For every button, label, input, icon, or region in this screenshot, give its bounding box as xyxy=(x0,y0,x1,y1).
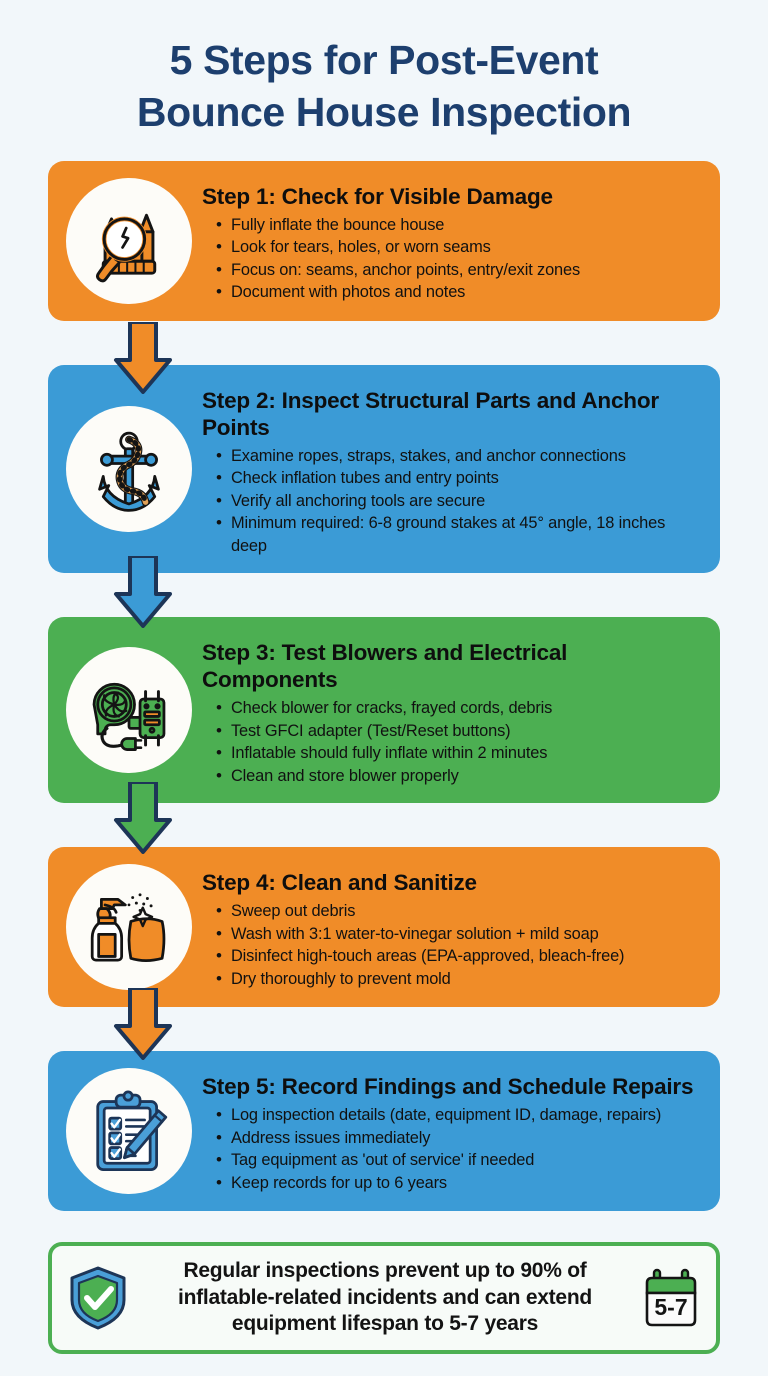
step-3-body: Step 3: Test Blowers and Electrical Comp… xyxy=(202,633,700,787)
step-4-bullets: Sweep out debris Wash with 3:1 water-to-… xyxy=(202,899,700,991)
anchor-rope-icon xyxy=(83,423,175,515)
step-2-body: Step 2: Inspect Structural Parts and Anc… xyxy=(202,381,700,557)
list-item: Address issues immediately xyxy=(216,1126,700,1150)
step-1-bullets: Fully inflate the bounce house Look for … xyxy=(202,213,700,304)
step-5-title: Step 5: Record Findings and Schedule Rep… xyxy=(202,1074,694,1100)
step-3-bullets: Check blower for cracks, frayed cords, d… xyxy=(202,696,700,788)
step-5-bullets: Log inspection details (date, equipment … xyxy=(202,1103,700,1195)
page-title: 5 Steps for Post-Event Bounce House Insp… xyxy=(0,0,768,139)
magnifier-bounce-house-icon xyxy=(83,195,175,287)
list-item: Tag equipment as 'out of service' if nee… xyxy=(216,1148,700,1172)
page-title-line-2: Bounce House Inspection xyxy=(136,89,632,136)
step-2-title: Step 2: Inspect Structural Parts and Anc… xyxy=(202,387,659,440)
list-item: Log inspection details (date, equipment … xyxy=(216,1103,700,1127)
step-1-icon-medallion xyxy=(66,177,192,304)
step-card-2: Step 2: Inspect Structural Parts and Anc… xyxy=(48,364,720,574)
step-card-5: Step 5: Record Findings and Schedule Rep… xyxy=(48,1051,720,1212)
calendar-label: 5-7 xyxy=(654,1294,687,1320)
list-item: Verify all anchoring tools are secure xyxy=(216,489,700,513)
step-card-4: Step 4: Clean and Sanitize Sweep out deb… xyxy=(48,847,720,1008)
list-item: Disinfect high-touch areas (EPA-approved… xyxy=(216,944,700,968)
list-item: Dry thoroughly to prevent mold xyxy=(216,967,700,991)
step-5-icon-medallion xyxy=(66,1068,192,1195)
shield-check-icon xyxy=(68,1265,128,1331)
step-3-icon-medallion xyxy=(66,647,192,774)
list-item: Fully inflate the bounce house xyxy=(216,213,700,237)
step-3-title: Step 3: Test Blowers and Electrical Comp… xyxy=(202,640,568,693)
step-4-body: Step 4: Clean and Sanitize Sweep out deb… xyxy=(202,863,700,990)
clipboard-checklist-pencil-icon xyxy=(83,1085,175,1177)
list-item: Document with photos and notes xyxy=(216,280,700,304)
spray-bottle-sponge-icon xyxy=(83,881,175,973)
list-item: Test GFCI adapter (Test/Reset buttons) xyxy=(216,719,700,743)
footer-text-line-2: inflatable-related incidents and can ext… xyxy=(177,1285,593,1309)
list-item: Inflatable should fully inflate within 2… xyxy=(216,741,700,765)
page-title-line-1: 5 Steps for Post-Event xyxy=(169,37,599,83)
footer-text-line-3: equipment lifespan to 5-7 years xyxy=(231,1312,539,1336)
list-item: Clean and store blower properly xyxy=(216,764,700,788)
step-4-icon-medallion xyxy=(66,864,192,991)
list-item: Examine ropes, straps, stakes, and ancho… xyxy=(216,444,700,468)
step-2-icon-medallion xyxy=(66,406,192,533)
list-item: Wash with 3:1 water-to-vinegar solution … xyxy=(216,922,700,946)
list-item: Check inflation tubes and entry points xyxy=(216,466,700,490)
step-card-1: Step 1: Check for Visible Damage Fully i… xyxy=(48,160,720,321)
list-item: Keep records for up to 6 years xyxy=(216,1171,700,1195)
list-item: Check blower for cracks, frayed cords, d… xyxy=(216,696,700,720)
footer-text-line-1: Regular inspections prevent up to 90% of xyxy=(183,1259,587,1283)
footer-banner: Regular inspections prevent up to 90% of… xyxy=(48,1242,720,1354)
list-item: Look for tears, holes, or worn seams xyxy=(216,235,700,259)
calendar-icon: 5-7 xyxy=(642,1267,700,1329)
step-1-body: Step 1: Check for Visible Damage Fully i… xyxy=(202,177,700,304)
steps-list: Step 1: Check for Visible Damage Fully i… xyxy=(0,160,768,1212)
footer-text: Regular inspections prevent up to 90% of… xyxy=(138,1258,632,1337)
step-4-title: Step 4: Clean and Sanitize xyxy=(202,870,477,896)
list-item: Minimum required: 6-8 ground stakes at 4… xyxy=(216,511,700,557)
step-2-bullets: Examine ropes, straps, stakes, and ancho… xyxy=(202,444,700,557)
list-item: Sweep out debris xyxy=(216,899,700,923)
step-1-title: Step 1: Check for Visible Damage xyxy=(202,183,553,209)
blower-gfci-icon xyxy=(83,664,175,756)
list-item: Focus on: seams, anchor points, entry/ex… xyxy=(216,258,700,282)
step-5-body: Step 5: Record Findings and Schedule Rep… xyxy=(202,1067,700,1194)
step-card-3: Step 3: Test Blowers and Electrical Comp… xyxy=(48,617,720,804)
